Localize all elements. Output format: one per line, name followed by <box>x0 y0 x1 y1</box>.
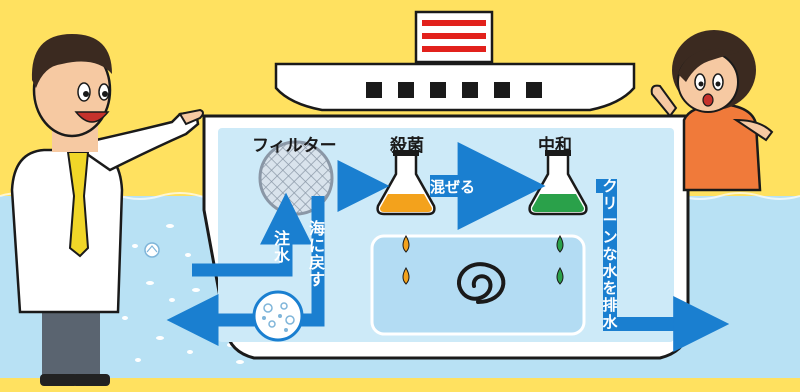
vertical-char: 戻 <box>308 253 325 272</box>
flow-arrows <box>166 142 730 352</box>
discharge-label: クリーンな水を排水 <box>601 178 619 331</box>
return-to-sea-label: 海に戻す <box>308 220 326 288</box>
neutralize-label: 中和 <box>538 136 572 156</box>
vertical-char: ン <box>602 228 618 246</box>
vertical-char: を <box>602 279 618 297</box>
ship-superstructure <box>274 10 636 112</box>
return-arrow <box>166 196 325 346</box>
vertical-char: 水 <box>273 246 290 265</box>
vertical-char: 水 <box>602 262 618 280</box>
vertical-char: 排 <box>602 296 618 314</box>
vertical-char: す <box>308 270 325 289</box>
discharge-arrow <box>596 179 730 352</box>
ballast-tank <box>370 234 586 336</box>
filter-label: フィルター <box>252 136 337 156</box>
vertical-char: に <box>308 236 325 255</box>
chemical-drops <box>402 235 564 285</box>
intake-arrow <box>192 192 312 277</box>
vertical-char: な <box>602 245 618 263</box>
girl-illustration <box>650 30 774 192</box>
vertical-char: リ <box>602 194 618 212</box>
swirl-icon <box>456 262 506 304</box>
vertical-char: ク <box>602 177 618 195</box>
sterilize-flask-icon <box>376 150 436 216</box>
sea-bubbles <box>102 224 244 364</box>
vertical-char: 水 <box>602 313 618 331</box>
intake-label: 注水 <box>273 230 291 264</box>
mix-label: 混ぜる <box>430 178 476 196</box>
plankton-icon <box>144 242 160 258</box>
sterilize-label: 殺菌 <box>390 136 424 156</box>
man-illustration <box>10 34 204 386</box>
particle-circle-icon <box>252 290 304 342</box>
vertical-char: 注 <box>273 229 290 248</box>
vertical-char: 海 <box>308 219 325 238</box>
vertical-char: ー <box>602 211 618 229</box>
